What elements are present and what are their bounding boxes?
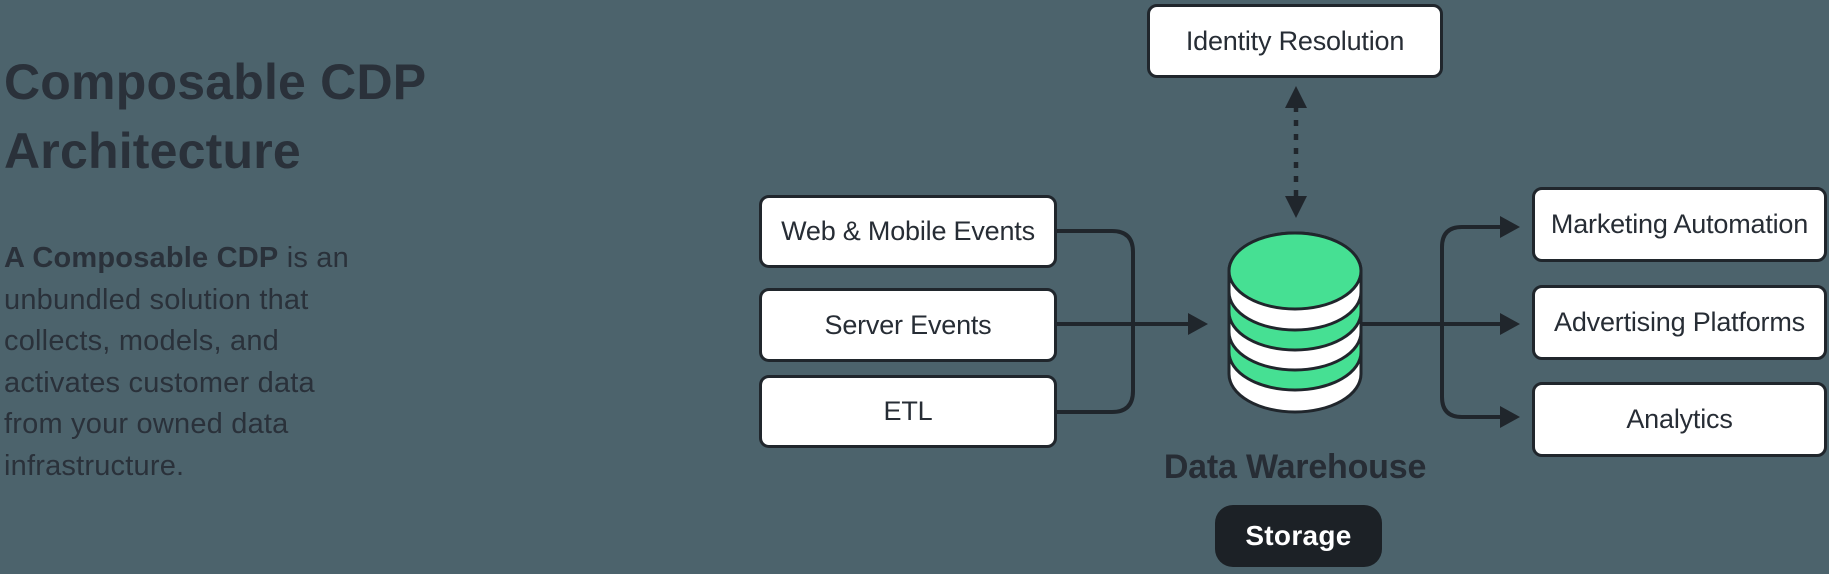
arrowhead-icon bbox=[1188, 313, 1208, 335]
node-web-mobile-events: Web & Mobile Events bbox=[759, 195, 1057, 268]
node-server-events: Server Events bbox=[759, 288, 1057, 362]
identity-dashed-arrow bbox=[1285, 86, 1307, 218]
intro-description-rest: is an unbundled solution that collects, … bbox=[4, 242, 349, 482]
arrowhead-icon bbox=[1500, 406, 1520, 428]
node-label: Server Events bbox=[824, 309, 992, 340]
intro-description: A Composable CDP is an unbundled solutio… bbox=[4, 238, 474, 487]
destinations-branch-connector bbox=[1361, 216, 1520, 428]
node-etl: ETL bbox=[759, 375, 1057, 448]
node-label: Analytics bbox=[1626, 404, 1733, 434]
database-cylinder-icon bbox=[1227, 231, 1363, 414]
arrowhead-down-icon bbox=[1285, 196, 1307, 218]
storage-badge: Storage bbox=[1215, 505, 1382, 567]
node-advertising-platforms: Advertising Platforms bbox=[1532, 285, 1827, 360]
arrowhead-icon bbox=[1500, 216, 1520, 238]
arrowhead-icon bbox=[1500, 313, 1520, 335]
intro-description-bold: A Composable CDP bbox=[4, 242, 279, 274]
node-label: Web & Mobile Events bbox=[781, 216, 1035, 246]
arrowhead-up-icon bbox=[1285, 86, 1307, 108]
warehouse-label: Data Warehouse bbox=[1163, 448, 1427, 486]
page-title: Composable CDP Architecture bbox=[4, 54, 427, 179]
node-label: Identity Resolution bbox=[1185, 25, 1405, 56]
node-label: Marketing Automation bbox=[1550, 209, 1809, 239]
node-marketing-automation: Marketing Automation bbox=[1532, 187, 1827, 262]
node-analytics: Analytics bbox=[1532, 382, 1827, 457]
node-label: Advertising Platforms bbox=[1554, 307, 1805, 337]
sources-merge-connector bbox=[1057, 229, 1208, 414]
storage-badge-label: Storage bbox=[1245, 520, 1352, 551]
node-identity-resolution: Identity Resolution bbox=[1147, 4, 1443, 78]
node-label: ETL bbox=[883, 396, 933, 426]
